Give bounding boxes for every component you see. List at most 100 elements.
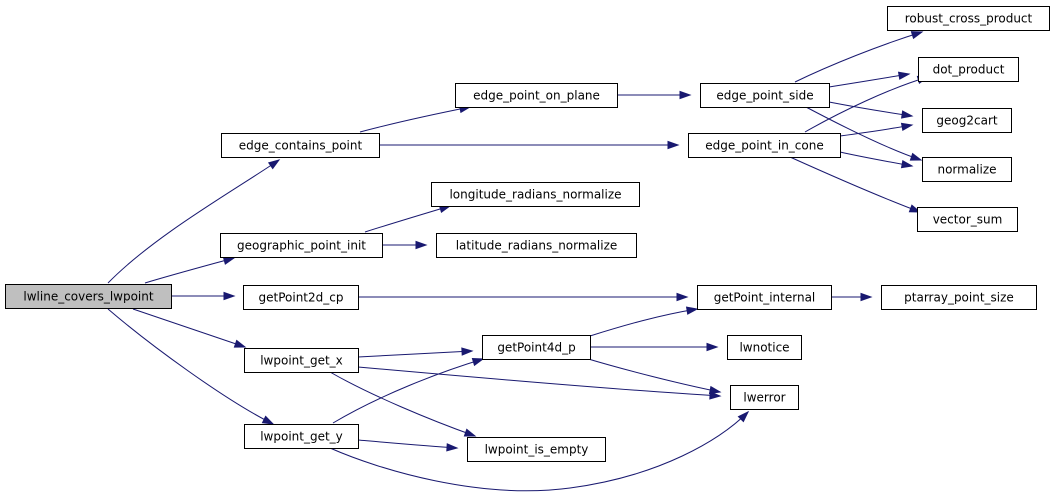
node-label: longitude_radians_normalize [449,188,621,202]
edge-edge_point_on_plane-to-edge_point_side [616,90,692,100]
edge-lwpoint_get_x-to-lwerror [357,366,722,400]
edge-line [107,308,274,425]
nodes-layer: lwline_covers_lwpoint edge_contains_point… [5,6,1050,462]
node-label: normalize [937,163,996,177]
node-lwpoint_get_y[interactable]: lwpoint_get_y [244,424,359,449]
edge-edge_point_side-to-geog2cart [828,101,914,119]
edge-line [828,73,910,88]
arrowhead [860,292,873,302]
node-ptarray_point_size[interactable]: ptarray_point_size [881,285,1037,310]
arrowhead [222,256,236,265]
edge-edge_contains_point-to-edge_point_on_plane [359,104,472,133]
node-label: getPoint2d_cp [259,291,344,305]
node-label: lwline_covers_lwpoint [23,290,153,304]
node-box[interactable] [221,133,380,158]
node-edge_point_side[interactable]: edge_point_side [700,83,830,108]
node-normalize[interactable]: normalize [922,157,1012,182]
edge-edge_point_side-to-robust_cross_product [794,31,924,83]
edge-line [332,358,484,424]
node-getPoint2d_cp[interactable]: getPoint2d_cp [243,285,359,310]
node-label: lwpoint_is_empty [485,443,589,457]
arrowhead [676,292,689,302]
node-longitude_radians_normalize[interactable]: longitude_radians_normalize [431,182,640,207]
node-label: ptarray_point_size [904,291,1014,305]
edge-lwpoint_get_x-to-lwpoint_is_empty [329,371,477,437]
node-box[interactable] [431,182,640,207]
node-lwline_covers_lwpoint[interactable]: lwline_covers_lwpoint [5,284,172,309]
edge-geographic_point_init-to-longitude_radians_normalize [364,204,452,233]
node-box[interactable] [887,6,1050,31]
arrowhead [461,347,474,356]
node-lwerror[interactable]: lwerror [730,385,799,410]
node-box[interactable] [467,437,606,462]
edges-layer [107,31,930,492]
node-geog2cart[interactable]: geog2cart [922,108,1012,133]
edge-lwline_covers_lwpoint-to-getPoint2d_cp [171,291,236,301]
node-box[interactable] [688,133,841,158]
node-box[interactable] [244,424,359,449]
arrowhead [463,428,477,437]
edge-edge_point_in_cone-to-normalize [839,151,914,169]
node-box[interactable] [917,207,1018,232]
node-box[interactable] [700,83,830,108]
edge-getPoint4d_p-to-lwerror [584,357,722,395]
edge-line [364,205,451,233]
node-edge_point_in_cone[interactable]: edge_point_in_cone [688,133,841,158]
edge-lwline_covers_lwpoint-to-lwpoint_get_x [132,308,247,348]
edge-lwline_covers_lwpoint-to-lwpoint_get_y [107,308,275,425]
node-label: lwpoint_get_y [260,430,343,444]
node-box[interactable] [922,108,1012,133]
node-getPoint4d_p[interactable]: getPoint4d_p [482,335,591,360]
node-box[interactable] [697,285,832,310]
edge-line [329,371,476,437]
node-box[interactable] [881,285,1037,310]
node-lwpoint_get_x[interactable]: lwpoint_get_x [244,348,359,373]
node-box[interactable] [727,335,802,360]
node-label: edge_contains_point [239,139,363,153]
edge-line [359,106,471,133]
node-label: getPoint4d_p [497,341,575,355]
node-box[interactable] [436,233,637,258]
node-box[interactable] [455,83,618,108]
node-getPoint_internal[interactable]: getPoint_internal [697,285,832,310]
edge-line [584,357,721,393]
node-box[interactable] [918,57,1019,82]
node-vector_sum[interactable]: vector_sum [917,207,1018,232]
node-label: lwnotice [739,341,789,355]
node-dot_product[interactable]: dot_product [918,57,1019,82]
node-lwnotice[interactable]: lwnotice [727,335,802,360]
node-lwpoint_is_empty[interactable]: lwpoint_is_empty [467,437,606,462]
node-box[interactable] [730,385,799,410]
arrowhead [471,358,485,367]
arrowhead [223,291,236,301]
edge-edge_point_in_cone-to-vector_sum [789,156,922,213]
arrowhead [897,71,911,80]
arrowhead [900,122,914,132]
node-box[interactable] [220,233,383,258]
node-robust_cross_product[interactable]: robust_cross_product [887,6,1050,31]
edge-lwline_covers_lwpoint-to-geographic_point_init [144,256,236,284]
node-edge_contains_point[interactable]: edge_contains_point [221,133,380,158]
arrowhead [706,342,719,352]
node-box[interactable] [482,335,591,360]
node-box[interactable] [5,284,172,309]
edge-getPoint2d_cp-to-getPoint_internal [358,292,689,302]
edge-lwline_covers_lwpoint-to-edge_contains_point [107,159,281,284]
arrowhead [267,159,281,170]
node-latitude_radians_normalize[interactable]: latitude_radians_normalize [436,233,637,258]
arrowhead [685,306,699,315]
node-geographic_point_init[interactable]: geographic_point_init [220,233,383,258]
node-label: geographic_point_init [237,239,366,253]
node-label: getPoint_internal [714,291,816,305]
node-box[interactable] [922,157,1012,182]
node-label: geog2cart [936,114,997,128]
edge-line [357,366,721,397]
node-label: dot_product [933,63,1005,77]
arrowhead [910,31,924,40]
arrowhead [708,385,722,395]
node-box[interactable] [243,285,359,310]
node-edge_point_on_plane[interactable]: edge_point_on_plane [455,83,618,108]
edge-line [144,257,235,284]
node-box[interactable] [244,348,359,373]
